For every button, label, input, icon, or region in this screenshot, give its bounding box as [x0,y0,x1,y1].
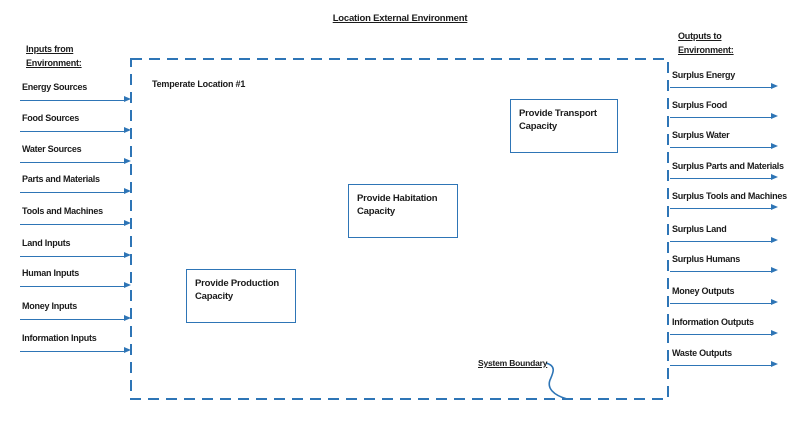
input-label: Land Inputs [22,238,71,248]
output-row-land: Surplus Land [670,224,778,250]
right-arrow-icon [20,347,131,354]
input-label: Food Sources [22,113,80,123]
input-label: Energy Sources [22,82,88,92]
right-arrow-icon [670,143,778,150]
outputs-header-line2: Environment: [678,45,734,55]
output-row-information: Information Outputs [670,317,778,343]
output-row-parts: Surplus Parts and Materials [670,161,784,187]
output-label: Money Outputs [672,286,735,296]
right-arrow-icon [670,299,778,306]
input-label: Information Inputs [22,333,97,343]
system-boundary-label: System Boundary [478,358,548,368]
right-arrow-icon [670,204,778,211]
input-label: Human Inputs [22,268,79,278]
right-arrow-icon [20,220,131,227]
inputs-header: Inputs from Environment: [26,42,82,70]
output-label: Surplus Land [672,224,727,234]
output-label: Surplus Parts and Materials [672,161,784,171]
output-row-food: Surplus Food [670,100,778,126]
output-row-waste: Waste Outputs [670,348,778,374]
output-label: Surplus Tools and Machines [672,191,787,201]
right-arrow-icon [20,282,131,289]
input-row-energy: Energy Sources [20,82,131,108]
input-label: Parts and Materials [22,174,100,184]
input-row-water: Water Sources [20,144,131,170]
input-label: Tools and Machines [22,206,103,216]
output-label: Waste Outputs [672,348,732,358]
diagram-title: Location External Environment [332,13,468,24]
right-arrow-icon [670,361,778,368]
output-row-humans: Surplus Humans [670,254,778,280]
input-label: Money Inputs [22,301,77,311]
output-row-money: Money Outputs [670,286,778,312]
location-label: Temperate Location #1 [152,79,246,89]
output-label: Surplus Energy [672,70,736,80]
input-row-land: Land Inputs [20,238,131,264]
output-label: Information Outputs [672,317,754,327]
input-row-food: Food Sources [20,113,131,139]
input-row-human: Human Inputs [20,268,131,294]
right-arrow-icon [670,174,778,181]
input-row-tools: Tools and Machines [20,206,131,232]
output-label: Surplus Food [672,100,727,110]
outputs-header-line1: Outputs to [678,31,722,41]
input-row-information: Information Inputs [20,333,131,359]
system-boundary-callout-curve [545,362,568,400]
output-row-energy: Surplus Energy [670,70,778,96]
input-row-money: Money Inputs [20,301,131,327]
right-arrow-icon [20,188,131,195]
right-arrow-icon [20,96,131,103]
right-arrow-icon [670,237,778,244]
box-provide-transport-capacity: Provide Transport Capacity [510,99,618,153]
input-row-parts: Parts and Materials [20,174,131,200]
right-arrow-icon [670,267,778,274]
inputs-header-line1: Inputs from [26,44,74,54]
output-row-tools: Surplus Tools and Machines [670,191,787,217]
output-label: Surplus Humans [672,254,741,264]
right-arrow-icon [20,315,131,322]
box-provide-habitation-capacity: Provide Habitation Capacity [348,184,458,238]
right-arrow-icon [670,83,778,90]
inputs-header-line2: Environment: [26,58,82,68]
outputs-header: Outputs to Environment: [678,29,734,57]
input-label: Water Sources [22,144,82,154]
right-arrow-icon [20,252,131,259]
right-arrow-icon [670,330,778,337]
output-label: Surplus Water [672,130,730,140]
right-arrow-icon [670,113,778,120]
right-arrow-icon [20,127,131,134]
right-arrow-icon [20,158,131,165]
output-row-water: Surplus Water [670,130,778,156]
box-provide-production-capacity: Provide Production Capacity [186,269,296,323]
